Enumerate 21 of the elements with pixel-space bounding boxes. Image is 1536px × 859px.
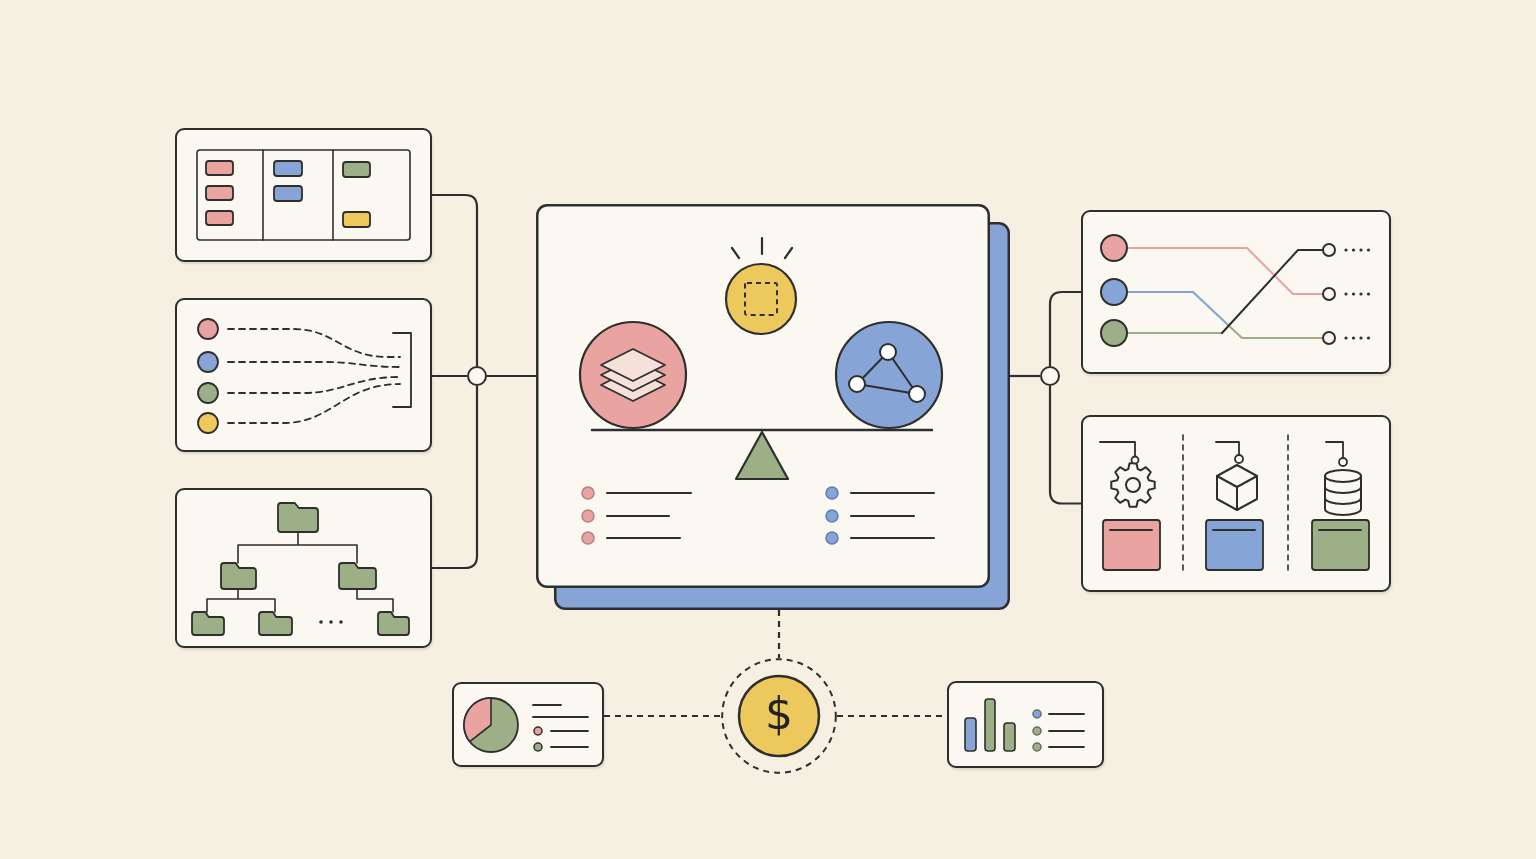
services-card bbox=[1081, 415, 1391, 592]
connector-line bbox=[487, 374, 536, 378]
connector-line bbox=[432, 374, 467, 378]
dashed-connector bbox=[604, 714, 721, 718]
junction-circle bbox=[467, 366, 487, 386]
connector-line bbox=[432, 193, 479, 366]
bar-summary-card bbox=[947, 681, 1104, 768]
junction-circle bbox=[1040, 366, 1060, 386]
folder-tree-card bbox=[175, 488, 432, 648]
connector-line bbox=[1010, 374, 1040, 378]
connector-line bbox=[432, 386, 479, 570]
routing-card bbox=[1081, 210, 1391, 374]
connector-line bbox=[1048, 290, 1081, 366]
coin-node bbox=[721, 658, 837, 774]
connector-line bbox=[1048, 386, 1081, 505]
kanban-card bbox=[175, 128, 432, 262]
pie-summary-card bbox=[452, 682, 604, 767]
merge-card bbox=[175, 298, 432, 452]
currency-symbol: $ bbox=[765, 692, 793, 737]
dashed-connector bbox=[777, 610, 781, 658]
main-panel bbox=[536, 204, 1010, 610]
